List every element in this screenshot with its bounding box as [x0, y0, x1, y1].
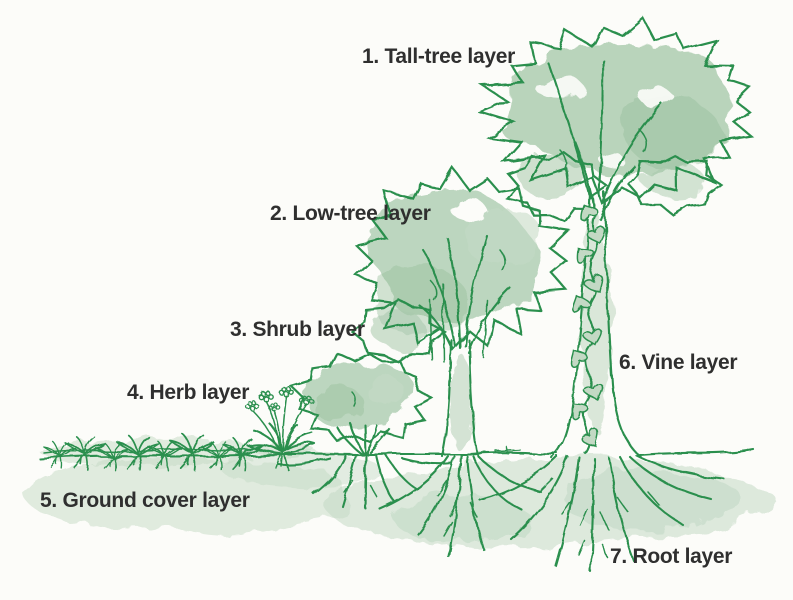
low-tree-trunk	[418, 234, 512, 458]
label-shrub-layer: 3. Shrub layer	[230, 318, 365, 341]
herb-plant	[244, 386, 318, 471]
canopy-detail-squiggles	[351, 129, 647, 407]
ground-line	[38, 445, 755, 461]
vine	[564, 199, 609, 454]
label-vine-layer: 6. Vine layer	[619, 351, 738, 374]
label-root-layer: 7. Root layer	[610, 545, 733, 568]
ground-cover-plants	[43, 432, 262, 473]
label-tall-tree-layer: 1. Tall-tree layer	[362, 45, 515, 68]
shrub-stems-and-roots	[276, 421, 454, 510]
label-low-tree-layer: 2. Low-tree layer	[270, 202, 431, 225]
canopy-outlines	[289, 15, 755, 444]
label-ground-cover-layer: 5. Ground cover layer	[40, 489, 250, 512]
tall-tree-trunk	[547, 58, 664, 460]
tall-tree-roots	[478, 454, 726, 574]
low-tree-roots	[378, 454, 542, 559]
label-herb-layer: 4. Herb layer	[127, 381, 250, 404]
watercolor-washes	[26, 44, 778, 549]
